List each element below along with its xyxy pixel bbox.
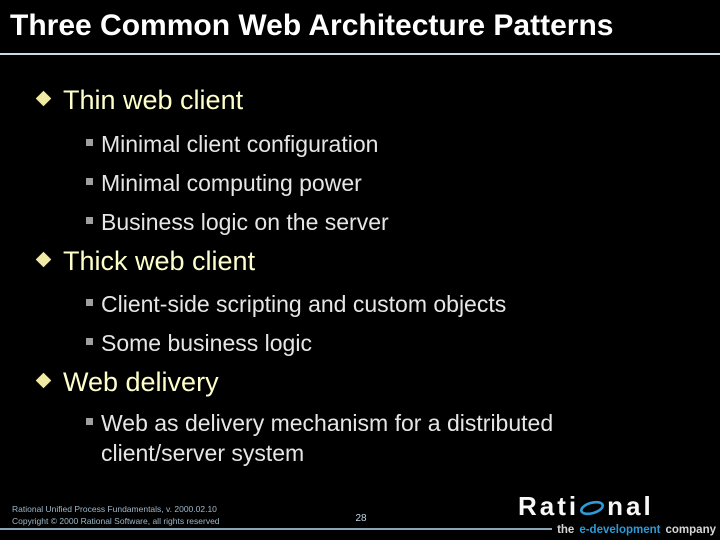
logo-text-left: Rati — [518, 491, 580, 521]
page-title: Three Common Web Architecture Patterns — [10, 9, 614, 42]
bullet-text: Minimal client configuration — [101, 131, 379, 157]
diamond-bullet-icon — [35, 372, 52, 389]
bullet-level2: Minimal client configuration — [86, 129, 378, 159]
tagline-e-development: e-development — [579, 524, 661, 536]
square-bullet-icon — [86, 178, 93, 185]
square-bullet-icon — [86, 418, 93, 425]
bullet-text: Minimal computing power — [101, 170, 362, 196]
bullet-level1-thin-web-client: Thin web client — [35, 84, 244, 116]
page-number: 28 — [355, 513, 367, 524]
bullet-text: Business logic on the server — [101, 209, 389, 235]
bullet-text: Web as delivery mechanism for a distribu… — [101, 410, 554, 466]
bullet-level2: Some business logic — [86, 328, 312, 358]
title-divider — [0, 53, 720, 55]
square-bullet-icon — [86, 217, 93, 224]
bullet-text: Web delivery — [63, 367, 219, 397]
rational-logo: Rati nal — [518, 492, 654, 520]
square-bullet-icon — [86, 338, 93, 345]
tagline-company: company — [665, 524, 717, 536]
bullet-level2: Minimal computing power — [86, 168, 362, 198]
bullet-level1-thick-web-client: Thick web client — [35, 245, 256, 277]
bullet-text: Thick web client — [63, 246, 256, 276]
footer-deck-title: Rational Unified Process Fundamentals, v… — [12, 504, 217, 514]
bullet-text: Client-side scripting and custom objects — [101, 291, 507, 317]
bullet-text: Some business logic — [101, 330, 312, 356]
tagline-the: the — [557, 524, 575, 536]
footer-copyright: Copyright © 2000 Rational Software, all … — [12, 516, 220, 526]
square-bullet-icon — [86, 299, 93, 306]
bullet-level2: Business logic on the server — [86, 207, 389, 237]
bullet-level2: Web as delivery mechanism for a distribu… — [86, 408, 646, 468]
diamond-bullet-icon — [35, 90, 52, 107]
square-bullet-icon — [86, 139, 93, 146]
diamond-bullet-icon — [35, 251, 52, 268]
footer-divider — [0, 528, 552, 530]
logo-tagline: the e-development company — [557, 524, 716, 536]
logo-text-right: nal — [607, 491, 654, 521]
logo-ellipse-o-icon — [580, 500, 605, 516]
bullet-level1-web-delivery: Web delivery — [35, 366, 219, 398]
bullet-level2: Client-side scripting and custom objects — [86, 289, 506, 319]
bullet-text: Thin web client — [63, 85, 244, 115]
